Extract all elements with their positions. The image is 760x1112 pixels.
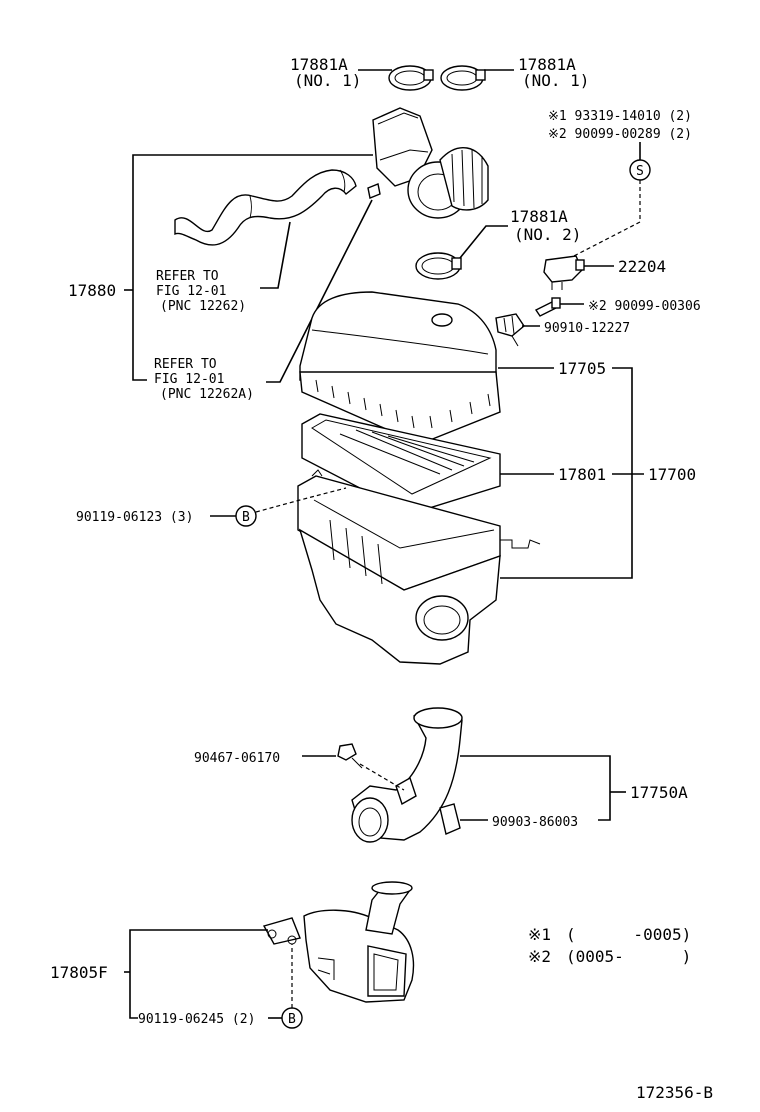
label-refer2-line1: REFER TO (154, 357, 217, 372)
label-no1-left: (NO. 1) (294, 71, 361, 90)
air-inlet-duct (372, 107, 489, 219)
label-refer1-line2: FIG 12-01 (156, 284, 226, 299)
label-b-symbol-2: B (288, 1012, 296, 1027)
label-refer1-line3: (PNC 12262) (160, 299, 246, 314)
label-refer1-line1: REFER TO (156, 269, 219, 284)
label-90467: 90467-06170 (194, 751, 280, 766)
label-90903: 90903-86003 (492, 815, 578, 830)
label-22204: 22204 (618, 257, 666, 276)
label-17705: 17705 (558, 359, 606, 378)
label-note-range-2: (0005- ) (566, 947, 691, 966)
clip-90910-12227 (495, 313, 525, 347)
label-17750a: 17750A (630, 783, 688, 802)
figure-number: 172356-B (636, 1083, 713, 1102)
label-note-mark-1: ※1 (528, 925, 551, 944)
hose-clamp-no2 (415, 252, 462, 280)
intake-hose (351, 707, 463, 843)
label-17805f: 17805F (50, 963, 108, 982)
label-note-range-1: ( -0005) (566, 925, 691, 944)
leader-b1-to-case (255, 487, 347, 513)
label-17700: 17700 (648, 465, 696, 484)
label-refer2-line3: (PNC 12262A) (160, 387, 254, 402)
label-17801: 17801 (558, 465, 606, 484)
bolt-90099-00306 (534, 297, 561, 317)
label-90119-06123: 90119-06123 (3) (76, 510, 193, 525)
bolt-90467-06170 (337, 743, 363, 769)
label-bolt-306: ※2 90099-00306 (588, 299, 701, 314)
leader-17700-bracket (500, 367, 633, 579)
air-filter-element (301, 413, 501, 515)
air-cleaner-cap (299, 291, 501, 445)
hose-clamp-no1-left (388, 65, 434, 91)
leader-17880-bracket (132, 154, 373, 381)
label-17881a-left: 17881A (290, 55, 348, 74)
clip-90903-86003 (439, 803, 461, 835)
hose-clamp-no1-right (440, 65, 486, 91)
leader-s-to-sensor (569, 180, 641, 259)
leader-17750a-bracket (460, 755, 611, 821)
label-note-mark-2: ※2 (528, 947, 551, 966)
label-no2: (NO. 2) (514, 225, 581, 244)
air-cleaner-case (297, 469, 541, 665)
label-17881a-mid: 17881A (510, 207, 568, 226)
label-b-symbol-1: B (242, 510, 250, 525)
label-90119-06245: 90119-06245 (2) (138, 1012, 255, 1027)
leader-refer2 (266, 199, 373, 383)
label-note1-line: ※1 93319-14010 (2) (548, 109, 692, 124)
label-17881a-right: 17881A (518, 55, 576, 74)
b-symbol-1-circle (235, 505, 257, 527)
leader-17881a-mid (459, 225, 508, 259)
resonator (262, 881, 415, 1003)
hose-breather (174, 169, 357, 246)
leader-bolt-90467-dotted (359, 763, 405, 791)
label-refer2-line2: FIG 12-01 (154, 372, 224, 387)
label-no1-right: (NO. 1) (522, 71, 589, 90)
leader-refer1 (260, 221, 291, 289)
leader-17805f-bracket (129, 929, 268, 1019)
label-17880: 17880 (68, 281, 116, 300)
vacuum-fitting (367, 183, 381, 199)
label-90910: 90910-12227 (544, 321, 630, 336)
air-flow-meter-sensor (543, 255, 585, 290)
label-note2-line: ※2 90099-00289 (2) (548, 127, 692, 142)
label-s-symbol: S (636, 164, 644, 179)
